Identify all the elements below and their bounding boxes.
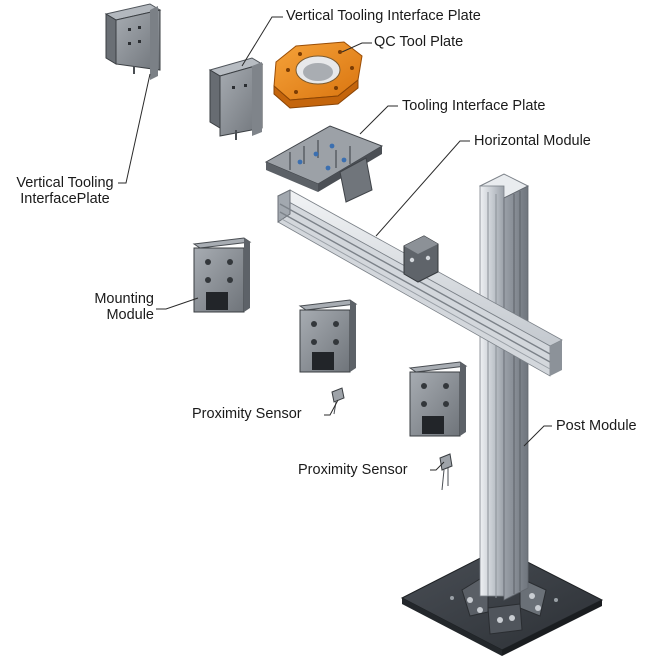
base-plate: [400, 547, 604, 656]
label-horizontal-module: Horizontal Module: [474, 133, 591, 149]
mounting-module-shape-1: [192, 237, 252, 313]
label-mounting-module: Mounting Module: [70, 291, 154, 323]
vertical-tooling-interface-plate-shape: [208, 57, 264, 140]
tooling-interface-plate-shape: [264, 125, 384, 203]
post-module-shape: [478, 173, 530, 601]
qc-tool-plate-shape: [273, 41, 363, 109]
label-tooling-interface-plate: Tooling Interface Plate: [402, 98, 546, 114]
proximity-sensor-shape-2: [439, 453, 453, 491]
label-vertical-tooling-interfaceplate-line2: InterfacePlate: [20, 191, 110, 207]
label-vertical-tooling-interface-plate: Vertical Tooling Interface Plate: [286, 8, 481, 24]
horizontal-module-shape: [277, 189, 563, 377]
leader-lines: [118, 16, 552, 471]
vertical-tooling-interfaceplate-shape: [104, 3, 162, 80]
mounting-module-shape-3: [408, 361, 468, 437]
mounting-module-shape-2: [298, 299, 358, 373]
label-mounting-module-line2: Module: [106, 307, 154, 323]
label-mounting-module-line1: Mounting: [94, 291, 154, 307]
label-post-module: Post Module: [556, 418, 637, 434]
label-qc-tool-plate: QC Tool Plate: [374, 34, 464, 50]
label-vertical-tooling-interfaceplate: Vertical Tooling InterfacePlate: [6, 175, 124, 207]
label-proximity-sensor-1: Proximity Sensor: [192, 406, 302, 422]
label-proximity-sensor-2: Proximity Sensor: [298, 462, 408, 478]
label-vertical-tooling-interfaceplate-line1: Vertical Tooling: [16, 175, 114, 191]
